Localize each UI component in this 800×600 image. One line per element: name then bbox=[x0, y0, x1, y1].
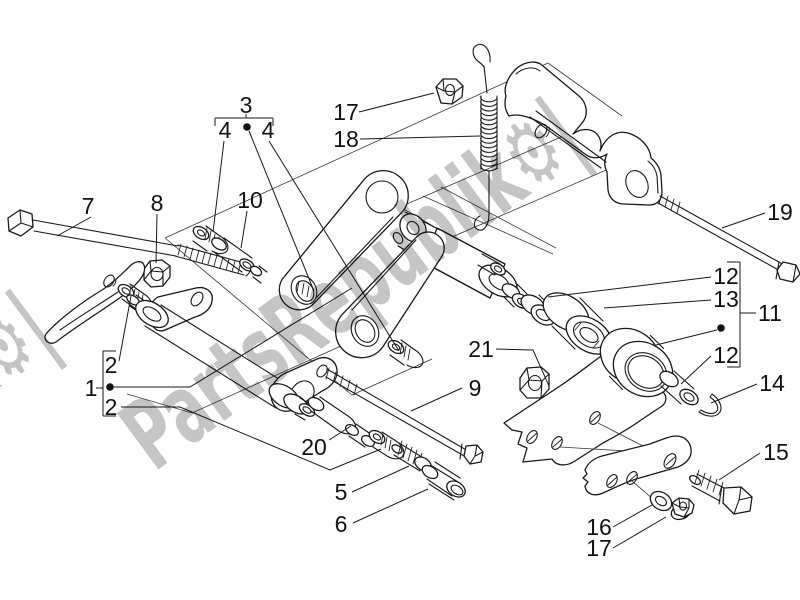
callout-leader-11 bbox=[655, 329, 718, 346]
spacer-part-12-right bbox=[659, 370, 699, 406]
callout-label-21: 21 bbox=[468, 336, 494, 362]
nut-part-21 bbox=[519, 366, 550, 399]
callout-label-4: 4 bbox=[219, 117, 232, 143]
callout-leader-7 bbox=[56, 216, 92, 237]
swinging-arm bbox=[278, 170, 518, 369]
callout-leader-16 bbox=[612, 504, 653, 528]
callout-leader-15 bbox=[718, 452, 761, 481]
nut-part-17-bottom bbox=[670, 497, 695, 521]
callout-label-12: 12 bbox=[713, 263, 739, 289]
callout-label-7: 7 bbox=[82, 193, 95, 219]
callout-label-16: 16 bbox=[586, 514, 612, 540]
callout-label-15: 15 bbox=[763, 439, 789, 465]
circlip-part-14 bbox=[698, 393, 722, 417]
callout-label-8: 8 bbox=[151, 190, 164, 216]
callout-label-10: 10 bbox=[237, 187, 263, 213]
bearing-part-13 bbox=[542, 292, 613, 355]
callout-anchor-dot-11 bbox=[717, 324, 725, 332]
callout-label-9: 9 bbox=[469, 375, 482, 401]
pivot-shaft bbox=[126, 294, 291, 409]
callout-leader-17 bbox=[358, 92, 435, 113]
callout-leader-2 bbox=[121, 406, 382, 471]
callout-anchor-dot-1 bbox=[106, 383, 114, 391]
callout-leader-3 bbox=[248, 130, 315, 292]
callout-leader-17 bbox=[612, 516, 667, 549]
callout-leader-4 bbox=[212, 140, 225, 233]
callout-label-11: 11 bbox=[758, 300, 782, 326]
callout-leader-2 bbox=[118, 295, 132, 362]
callout-leader-12 bbox=[547, 276, 712, 298]
callout-label-20: 20 bbox=[301, 434, 327, 460]
roller-bracket-plate-break-section bbox=[582, 435, 692, 506]
callout-leader-13 bbox=[603, 299, 712, 309]
bolt-part-15 bbox=[688, 469, 753, 515]
callout-label-2: 2 bbox=[105, 352, 118, 378]
callout-leader-10 bbox=[240, 210, 248, 249]
callout-label-12: 12 bbox=[713, 342, 739, 368]
callout-label-3: 3 bbox=[240, 92, 253, 118]
nut-part-17-top bbox=[435, 78, 464, 105]
callout-label-5: 5 bbox=[335, 479, 348, 505]
bush-4-and-spacer-10 bbox=[192, 225, 268, 284]
callout-leader-1 bbox=[114, 287, 353, 388]
callout-anchor-dot-3 bbox=[243, 123, 251, 131]
callout-label-6: 6 bbox=[335, 511, 348, 537]
fitting-part-6 bbox=[421, 461, 466, 501]
callout-leader-5 bbox=[351, 465, 410, 493]
callout-label-18: 18 bbox=[333, 126, 359, 152]
callout-leader-14 bbox=[710, 383, 758, 404]
callout-leader-9 bbox=[410, 387, 463, 412]
callout-label-4: 4 bbox=[262, 117, 275, 143]
callout-label-2: 2 bbox=[105, 394, 118, 420]
callout-label-1: 1 bbox=[85, 375, 98, 401]
callout-label-17: 17 bbox=[333, 99, 359, 125]
callout-leader-18 bbox=[359, 135, 481, 140]
callout-label-17: 17 bbox=[586, 535, 612, 561]
callout-label-19: 19 bbox=[767, 199, 793, 225]
callout-leader-4 bbox=[268, 140, 400, 352]
callout-label-13: 13 bbox=[713, 286, 739, 312]
callout-label-14: 14 bbox=[759, 370, 785, 396]
roller-part-11 bbox=[599, 327, 674, 398]
spring-part-18 bbox=[472, 43, 498, 231]
callout-leader-20 bbox=[328, 425, 352, 441]
engine-mount-bracket bbox=[504, 61, 663, 206]
washer-part-16 bbox=[649, 490, 673, 512]
callout-leader-19 bbox=[721, 212, 766, 229]
callout-leader-12 bbox=[680, 355, 712, 385]
bolt-part-19 bbox=[657, 192, 800, 283]
curved-arm-link bbox=[44, 261, 146, 344]
shaft-right-plate bbox=[268, 356, 338, 421]
callout-leader-8 bbox=[155, 213, 158, 264]
callout-leader-21 bbox=[495, 348, 550, 387]
rod-part-9 bbox=[325, 367, 484, 465]
callout-leader-6 bbox=[352, 488, 429, 524]
nut-part-8 bbox=[143, 259, 171, 288]
silent-block-bush-2-lower bbox=[368, 429, 405, 460]
